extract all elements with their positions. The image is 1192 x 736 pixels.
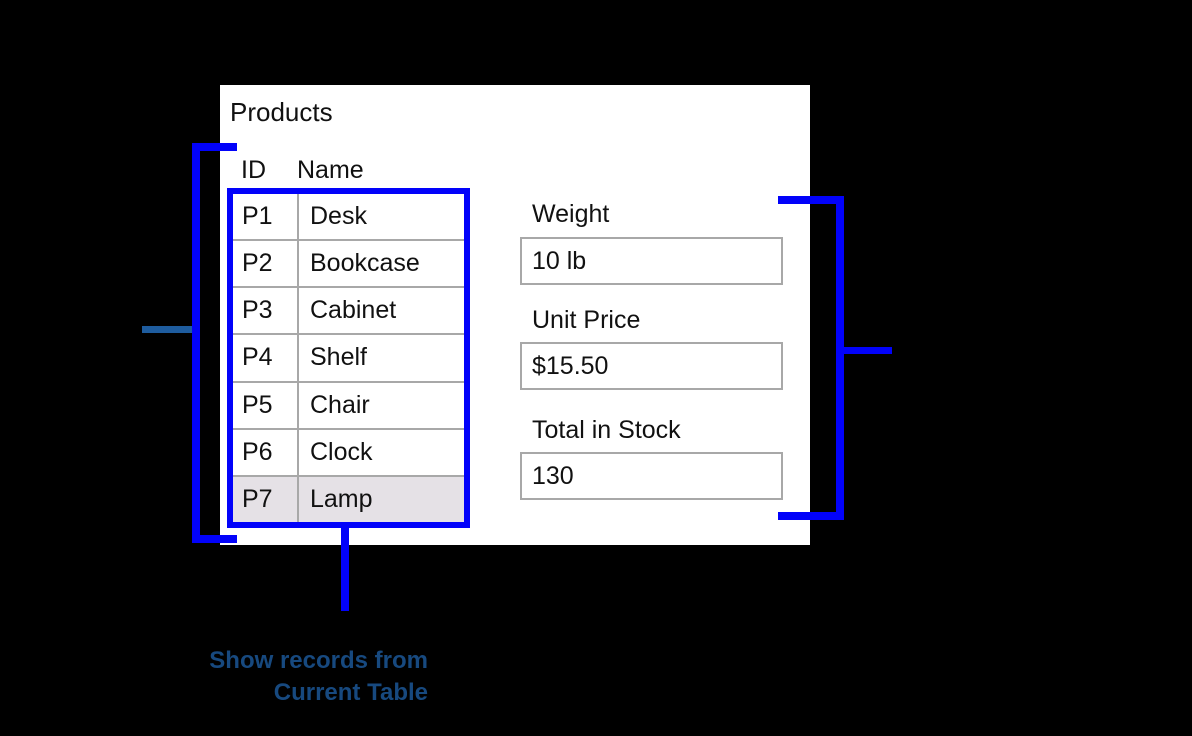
cell-id: P5 (233, 382, 299, 428)
table-caption-connector-line (341, 528, 349, 611)
unit-price-field[interactable]: $15.50 (520, 342, 783, 390)
total-in-stock-label: Total in Stock (532, 416, 681, 444)
left-connector-line (142, 326, 192, 333)
cell-id: P4 (233, 335, 299, 381)
table-row[interactable]: P3 Cabinet (233, 286, 464, 334)
left-bracket-vertical (192, 143, 200, 543)
products-table: P1 Desk P2 Bookcase P3 Cabinet P4 Shelf … (227, 188, 470, 528)
cell-id: P1 (233, 194, 299, 240)
unit-price-value: $15.50 (532, 351, 609, 380)
cell-name: Shelf (310, 343, 367, 372)
total-in-stock-field[interactable]: 130 (520, 452, 783, 500)
caption-line-2: Current Table (273, 679, 428, 706)
cell-id: P7 (233, 476, 299, 522)
column-header-name: Name (297, 156, 364, 184)
table-row[interactable]: P6 Clock (233, 427, 464, 475)
cell-id: P3 (233, 288, 299, 334)
caption: Show records from Current Table (168, 645, 428, 709)
cell-name: Bookcase (310, 249, 420, 278)
left-bracket-bottom-arm (192, 535, 237, 543)
table-row[interactable]: P4 Shelf (233, 333, 464, 381)
unit-price-label: Unit Price (532, 306, 641, 334)
right-connector-line (844, 347, 892, 354)
weight-value: 10 lb (532, 246, 587, 275)
right-bracket-bottom-arm (778, 512, 844, 520)
weight-label: Weight (532, 200, 610, 228)
table-row[interactable]: P1 Desk (233, 194, 464, 240)
table-row[interactable]: P2 Bookcase (233, 239, 464, 287)
cell-id: P2 (233, 241, 299, 287)
cell-name: Desk (310, 202, 367, 231)
cell-name: Clock (310, 437, 373, 466)
caption-line-1: Show records from (209, 647, 428, 674)
total-in-stock-value: 130 (532, 461, 574, 490)
cell-id: P6 (233, 429, 299, 475)
cell-name: Chair (310, 390, 370, 419)
weight-field[interactable]: 10 lb (520, 237, 783, 285)
column-header-id: ID (241, 156, 266, 184)
cell-name: Cabinet (310, 296, 397, 325)
cell-name: Lamp (310, 484, 373, 513)
table-row-highlighted[interactable]: P7 Lamp (233, 474, 464, 522)
window-title: Products (230, 97, 333, 127)
right-bracket-top-arm (778, 196, 844, 204)
right-bracket-vertical (836, 196, 844, 520)
table-row[interactable]: P5 Chair (233, 380, 464, 428)
left-bracket-top-arm (192, 143, 237, 151)
